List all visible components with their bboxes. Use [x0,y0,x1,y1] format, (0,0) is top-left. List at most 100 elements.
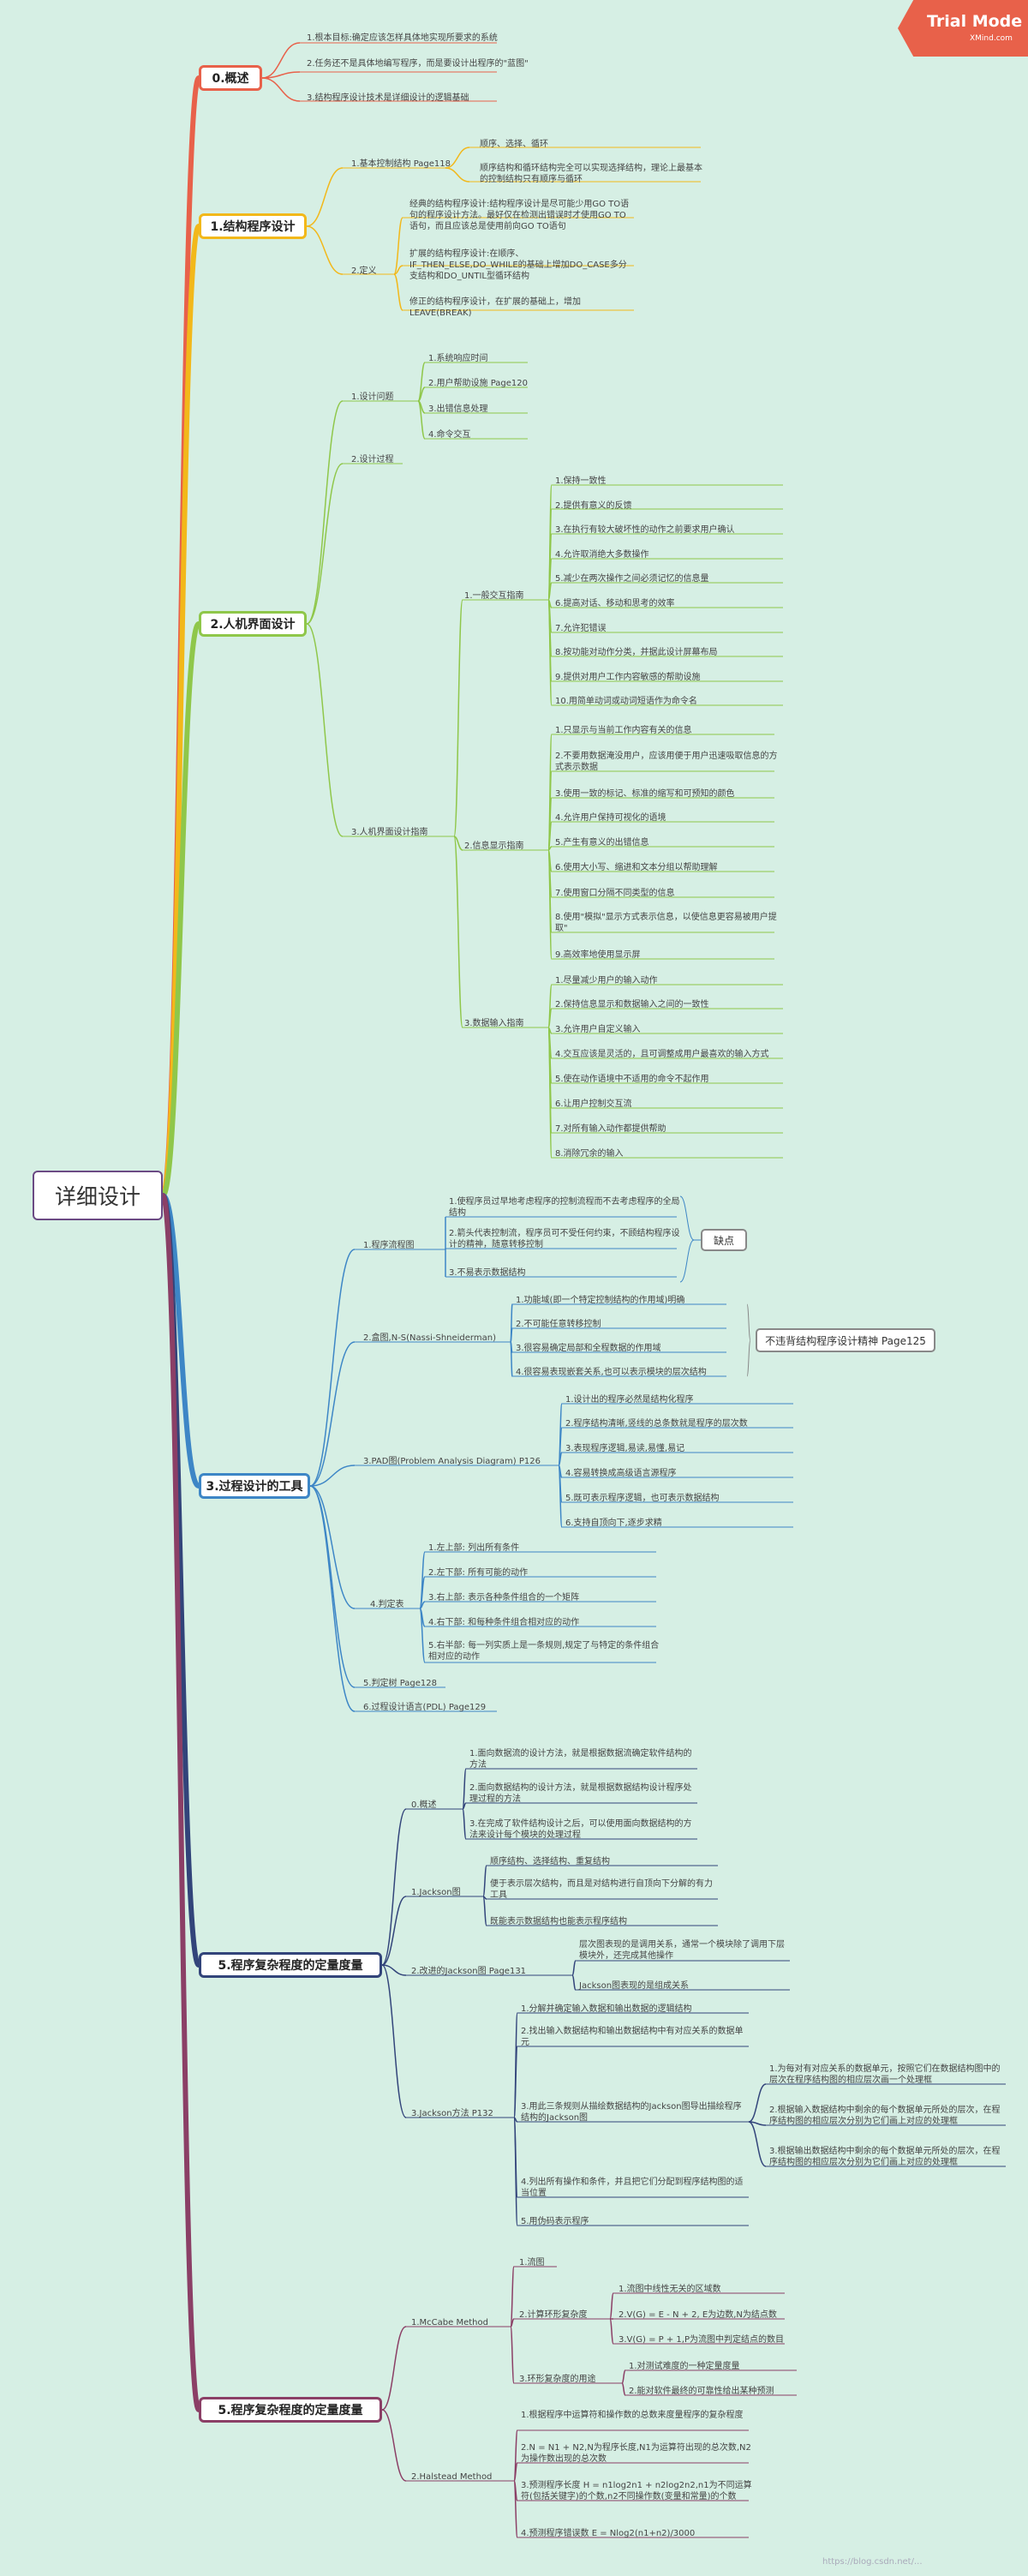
s2-c: 3.人机界面设计指南 [351,828,428,837]
connector [381,1808,407,1966]
connector [679,1195,695,1241]
g1i-item: 3.在执行有较大破坏性的动作之前要求用户确认 [555,525,735,536]
s1-b3: 修正的结构程序设计，在扩展的基础上，增加LEAVE(BREAK) [409,297,581,318]
connector [609,2292,614,2320]
s2-a2: 2.用户帮助设施 Page120 [428,379,529,388]
s5-a2: 2.面向数据结构的设计方法，就是根据数据结构设计程序处理过程的方法 [469,1783,692,1804]
topic-complexity-b[interactable]: 5.程序复杂程度的定量度量 [199,2397,382,2423]
s5-a3: 3.在完成了软件结构设计之后，可以使用面向数据结构的方法来设计每个模块的处理过程 [469,1819,692,1840]
s3-a1: 1.使程序员过早地考虑程序的控制流程而不去考虑程序的全局结构 [449,1197,680,1218]
connector [510,1341,513,1377]
s1-b: 2.定义 [351,267,377,276]
s6-a3b: 2.能对软件最终的可靠性给出某种预测 [629,2387,774,2396]
connector [381,1964,407,2118]
s3-b: 2.盒图,N-S(Nassi-Shneiderman) [363,1333,496,1343]
connector [306,167,344,227]
topic-structured-programming[interactable]: 1.结构程序设计 [199,213,307,239]
s3-a3: 3.不易表示数据结构 [449,1268,526,1278]
topic-complexity-a[interactable]: 5.程序复杂程度的定量度量 [199,1952,382,1978]
watermark: https://blog.csdn.net/... [822,2557,923,2567]
s2-a: 1.设计问题 [351,392,394,402]
connector [462,1768,467,1810]
s5-b3: 既能表示数据结构也能表示程序结构 [490,1917,627,1926]
s3-c: 3.PAD图(Problem Analysis Diagram) P126 [363,1457,541,1466]
g3i-item: 1.尽量减少用户的输入动作 [555,976,658,985]
s3-c1: 1.设计出的程序必然是结构化程序 [565,1395,694,1405]
g2i-item: 9.高效率地使用显示屏 [555,950,641,960]
connector [453,836,463,1028]
s3-c6: 6.支持自顶向下,逐步求精 [565,1519,662,1528]
s5-c: 2.改进的Jackson图 Page131 [411,1967,527,1976]
s2-a3: 3.出错信息处理 [428,404,488,414]
connector [748,2083,767,2123]
s6-b1: 1.根据程序中运算符和操作数的总数来度量程序的复杂程度 [521,2411,744,2420]
connector [482,1896,487,1926]
g3i-item: 5.使在动作语境中不适用的命令不起作用 [555,1075,709,1084]
g1i-item: 9.提供对用户工作内容敏感的帮助设施 [555,672,701,682]
s0-c2: 2.任务还不是具体地编写程序，而是要设计出程序的"蓝图" [307,59,529,69]
g1i-item: 1.保持一致性 [555,476,607,486]
s6-a: 1.McCabe Method [411,2318,488,2327]
s6-a2: 2.计算环形复杂度 [519,2310,588,2320]
topic-overview[interactable]: 0.概述 [199,65,262,91]
connector [417,400,426,440]
connector [510,2326,515,2384]
s2-g3: 3.数据输入指南 [464,1019,524,1028]
g1i-item: 6.提高对话、移动和思考的效率 [555,599,675,608]
s5-b1: 顺序结构、选择结构、重复结构 [490,1857,610,1866]
g3i-item: 2.保持信息显示和数据输入之间的一致性 [555,1000,709,1009]
s6-a2b: 2.V(G) = E - N + 2, E为边数,N为结点数 [619,2310,777,2320]
connector [510,2318,515,2327]
s3-e: 5.判定树 Page128 [363,1679,438,1688]
s3-a-box[interactable]: 缺点 [701,1229,747,1251]
topic-ui-design[interactable]: 2.人机界面设计 [199,611,307,637]
connector [393,217,403,275]
connector [462,1808,467,1840]
s3-d5: 5.右半部: 每一列实质上是一条规则,规定了与特定的条件组合相对应的动作 [428,1641,660,1662]
s3-b-box[interactable]: 不违背结构程序设计精神 Page125 [756,1328,935,1352]
s3-b2: 2.不可能任意转移控制 [516,1320,601,1329]
s3-c3: 3.表现程序逻辑,易读,易懂,易记 [565,1444,685,1453]
s6-a3a: 1.对测试难度的一种定量度量 [629,2362,740,2371]
s5-d4: 4.列出所有操作和条件，并且把它们分配到程序结构图的适当位置 [521,2178,744,2198]
g3i-item: 4.交互应该是灵活的，且可调整成用户最喜欢的输入方式 [555,1050,769,1059]
root-topic[interactable]: 详细设计 [33,1171,163,1220]
connector [679,1239,695,1283]
connector [547,599,553,706]
s2-a1: 1.系统响应时间 [428,354,488,363]
s0-c1: 1.根本目标:确定应该怎样具体地实现所要求的系统 [307,33,498,43]
s5-d3b: 2.根据输入数据结构中剩余的每个数据单元所处的层次，在程序结构图的相应层次分别为… [769,2106,1001,2126]
s1-b1: 经典的结构程序设计:结构程序设计是尽可能少用GO TO语句的程序设计方法。最好仅… [409,200,630,231]
s5-a1: 1.面向数据流的设计方法，就是根据数据流确定软件结构的方法 [469,1749,692,1770]
connector [621,2382,626,2396]
s5-c2: Jackson图表现的是组成关系 [579,1981,690,1991]
s1-b2: 扩展的结构程序设计:在顺序、IF_THEN_ELSE,DO_WHILE的基础上增… [409,249,627,281]
topic-process-tools[interactable]: 3.过程设计的工具 [199,1473,310,1499]
s3-a: 1.程序流程图 [363,1241,415,1250]
connector [746,1339,751,1377]
connector [513,2046,518,2118]
s5-a: 0.概述 [411,1800,437,1810]
g1i-item: 7.允许犯错误 [555,623,607,633]
s6-b2: 2.N = N1 + N2,N为程序长度,N1为运算符出现的总次数,N2为操作数… [521,2443,751,2464]
s3-c5: 5.既可表示程序逻辑，也可表示数据结构 [565,1494,720,1503]
g2i-item: 8.使用"模拟"显示方式表示信息，以使信息更容易被用户提取" [555,913,777,933]
trial-mode-badge[interactable]: Trial Mode XMind.com [898,0,1028,57]
connector [309,1465,356,1487]
s3-c4: 4.容易转换成高级语言源程序 [565,1469,677,1478]
trial-title: Trial Mode [927,12,1023,31]
s5-d2: 2.找出输入数据结构和输出数据结构中有对应关系的数据单元 [521,2027,744,2047]
connector [393,273,403,311]
connector [571,1974,577,1991]
s2-a4: 4.命令交互 [428,430,471,440]
s3-b1: 1.功能域(即一个特定控制结构的作用域)明确 [516,1296,685,1305]
s1-a2: 顺序结构和循环结构完全可以实现选择结构，理论上最基本的控制结构只有顺序与循环 [480,164,702,184]
connector [393,265,403,275]
connector [513,2117,518,2226]
s2-g1: 1.一般交互指南 [464,591,524,601]
s3-b3: 3.很容易确定局部和全程数据的作用域 [516,1344,661,1353]
s6-a1: 1.流图 [519,2258,545,2267]
s6-b4: 4.预测程序错误数 E = Nlog2(n1+n2)/3000 [521,2529,696,2538]
connector [309,1485,356,1688]
